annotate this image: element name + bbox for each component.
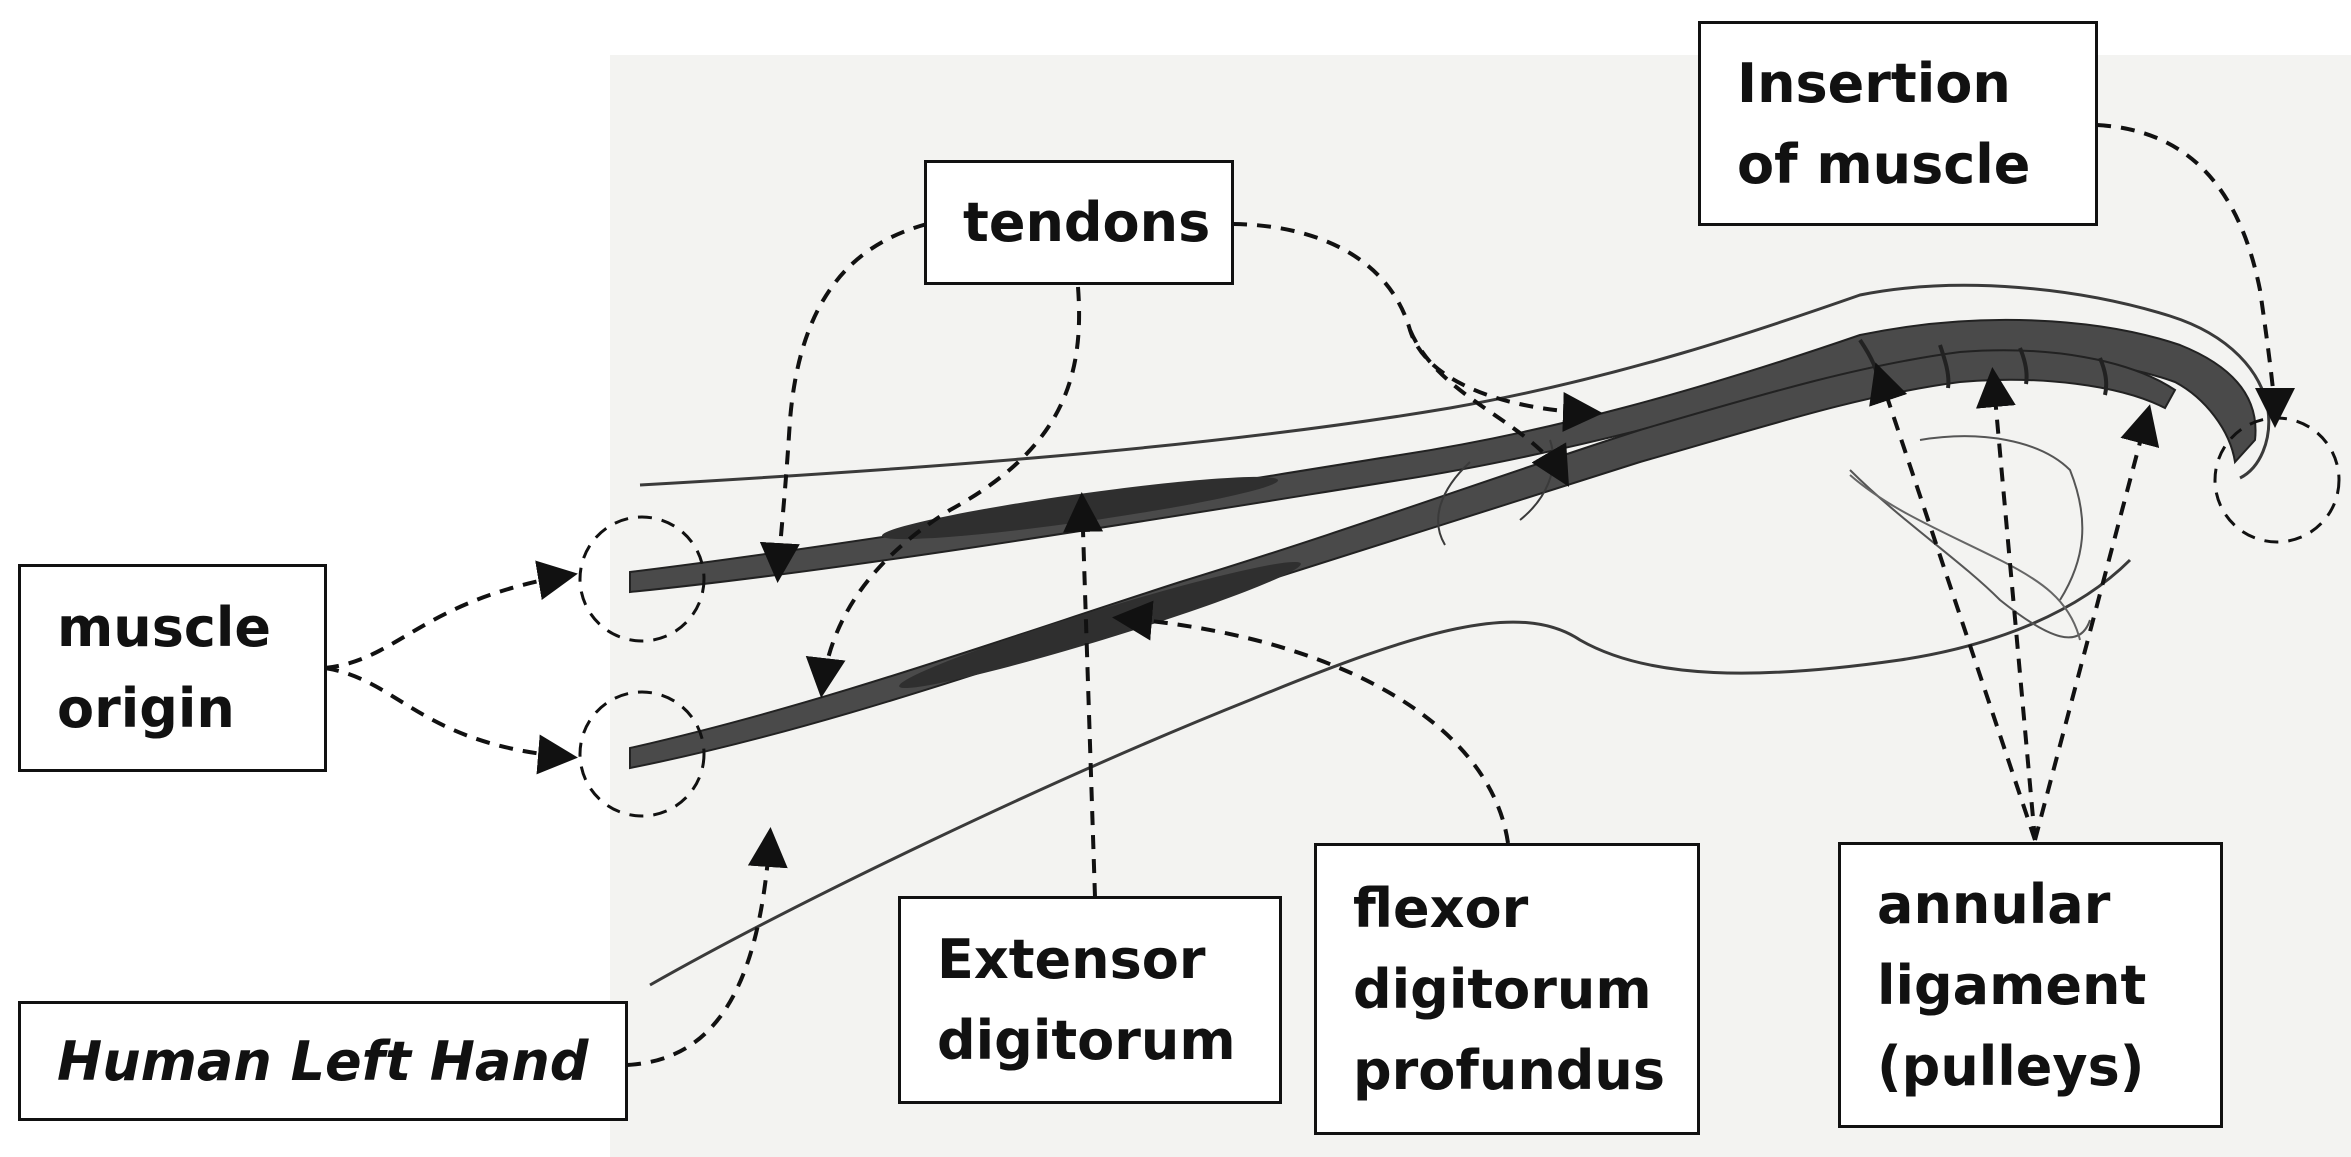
label-insertion-line-1: Insertion xyxy=(1737,51,2011,115)
thumb-outline xyxy=(1919,435,2084,601)
label-extensor-line-1: Extensor xyxy=(937,928,1206,991)
flexor-belly xyxy=(899,561,1301,689)
label-annular-ligament: annular ligament (pulleys) xyxy=(1838,842,2223,1128)
arrow-origin-lower xyxy=(324,666,578,775)
arrow-extensor xyxy=(1063,492,1104,898)
label-human-left-hand-text: Human Left Hand xyxy=(57,1029,589,1093)
arrow-insertion xyxy=(2096,123,2295,428)
arrow-tendons-flexor xyxy=(805,286,1082,698)
label-muscle-origin: muscle origin xyxy=(18,564,327,772)
arrow-pulley-2 xyxy=(1975,367,2037,841)
label-annular-line-3: (pulleys) xyxy=(1877,1034,2145,1098)
pulley-2 xyxy=(1938,344,1951,389)
label-flexor-line-1: flexor xyxy=(1353,876,1529,940)
arrow-pulley-1 xyxy=(1869,362,2037,841)
arrow-tendons-extensor xyxy=(759,222,928,583)
arrow-flexor xyxy=(1112,600,1510,844)
arrow-human-left-hand xyxy=(626,827,788,1067)
origin-circle-upper xyxy=(578,515,706,643)
label-flexor-line-2: digitorum xyxy=(1353,957,1652,1021)
label-tendons-text: tendons xyxy=(963,191,1211,254)
digital-nerve xyxy=(1849,474,2081,641)
label-muscle-origin-line-1: muscle xyxy=(57,596,271,659)
finger-outline-dorsal xyxy=(639,283,2271,487)
arrow-tendons-right-lower xyxy=(1408,329,1570,487)
label-insertion-of-muscle: Insertion of muscle xyxy=(1698,21,2098,226)
label-annular-line-1: annular xyxy=(1877,872,2111,936)
label-human-left-hand: Human Left Hand xyxy=(18,1001,628,1121)
label-tendons: tendons xyxy=(924,160,1234,285)
label-muscle-origin-line-2: origin xyxy=(57,677,235,740)
label-flexor-line-3: profundus xyxy=(1353,1038,1666,1102)
label-insertion-line-2: of muscle xyxy=(1737,132,2031,196)
pulley-4 xyxy=(2098,357,2109,396)
finger-outline-palmar xyxy=(649,558,2132,987)
label-flexor-digitorum-profundus: flexor digitorum profundus xyxy=(1314,843,1700,1135)
label-extensor-line-2: digitorum xyxy=(937,1009,1236,1072)
arrow-origin-upper xyxy=(324,560,578,670)
pulley-3 xyxy=(2018,347,2029,385)
palm-crease xyxy=(1849,469,2091,639)
label-annular-line-2: ligament xyxy=(1877,953,2147,1017)
label-extensor-digitorum: Extensor digitorum xyxy=(898,896,1282,1104)
arrow-pulley-3 xyxy=(2033,404,2160,841)
leader-arrows xyxy=(324,123,2295,1067)
origin-circle-lower xyxy=(578,690,706,818)
